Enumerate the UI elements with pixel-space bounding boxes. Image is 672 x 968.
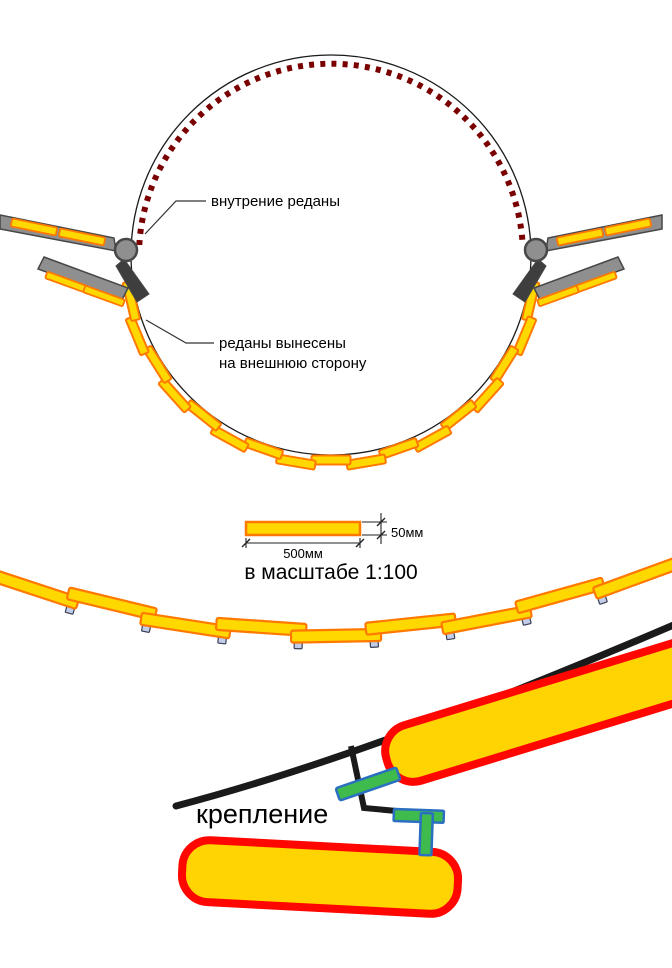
height-dim-lines [362, 513, 387, 544]
fastener-strip-holder [334, 766, 402, 802]
width-dim-label: 500мм [283, 546, 323, 561]
redan-plate [125, 315, 150, 357]
zoom-redan-plate [514, 576, 606, 614]
float-hull-connector [115, 258, 150, 303]
scale-plate [244, 520, 362, 537]
fastener-bracket [392, 807, 446, 857]
height-dim-label: 50мм [391, 525, 423, 540]
float-hinge [113, 237, 139, 263]
outer-redan-plates [121, 280, 541, 471]
height-dimension: 50мм [362, 513, 423, 544]
redan-plate [184, 399, 222, 432]
redan-plate [242, 437, 284, 460]
cross-section-view: внутрение реданы реданы вынесены на внеш… [0, 54, 664, 471]
detail-upper-plate-holder [381, 637, 672, 786]
leader-outer-redans [145, 319, 214, 344]
outer-redans-label-line2: на внешнюю сторону [219, 355, 367, 372]
fastening-label: крепление [196, 799, 328, 829]
float-plate [10, 217, 58, 237]
float-plate [82, 285, 126, 307]
hull-bottom-zoom [0, 556, 672, 650]
redan-plate [412, 425, 453, 453]
fastener-bracket-horizontal [392, 807, 446, 824]
hull-circle [130, 54, 532, 456]
inner-redans-dashed-arc [136, 60, 526, 246]
zoom-redan-plate [440, 604, 533, 636]
zoom-redan-plates [0, 556, 672, 650]
float-plate-holder [10, 217, 58, 237]
zoom-redan-plate [592, 556, 672, 600]
zoom-redan-plate [289, 627, 383, 644]
leader-inner-redans [144, 200, 206, 235]
redan-plate [489, 345, 520, 384]
fastening-detail-view: крепление [172, 621, 672, 918]
float-plate [58, 227, 106, 247]
redan-plate [345, 453, 387, 471]
zoom-redan-plate [0, 568, 81, 610]
detail-upper-plate [381, 637, 672, 786]
height-dim-ticks [376, 517, 386, 540]
detail-lower-plate-holder [177, 836, 463, 918]
scale-caption: в масштабе 1:100 [244, 561, 417, 584]
float-plate-holder [58, 227, 106, 247]
left-float-arm [0, 214, 150, 307]
redan-plate [310, 454, 352, 466]
detail-lower-plate [177, 836, 463, 918]
inner-redans-label: внутрение реданы [211, 193, 340, 210]
zoom-redan-plate [139, 611, 232, 640]
fastener-strip [334, 766, 402, 802]
outer-redans-label-line1: реданы вынесены [219, 335, 346, 352]
scale-reference: 50мм 500мм в масштабе 1:100 [241, 513, 423, 584]
float-plate-holder [82, 285, 126, 307]
width-dimension: 500мм [241, 538, 365, 561]
fastener-bracket-vertical [418, 811, 435, 857]
width-dim-ticks [241, 538, 365, 548]
